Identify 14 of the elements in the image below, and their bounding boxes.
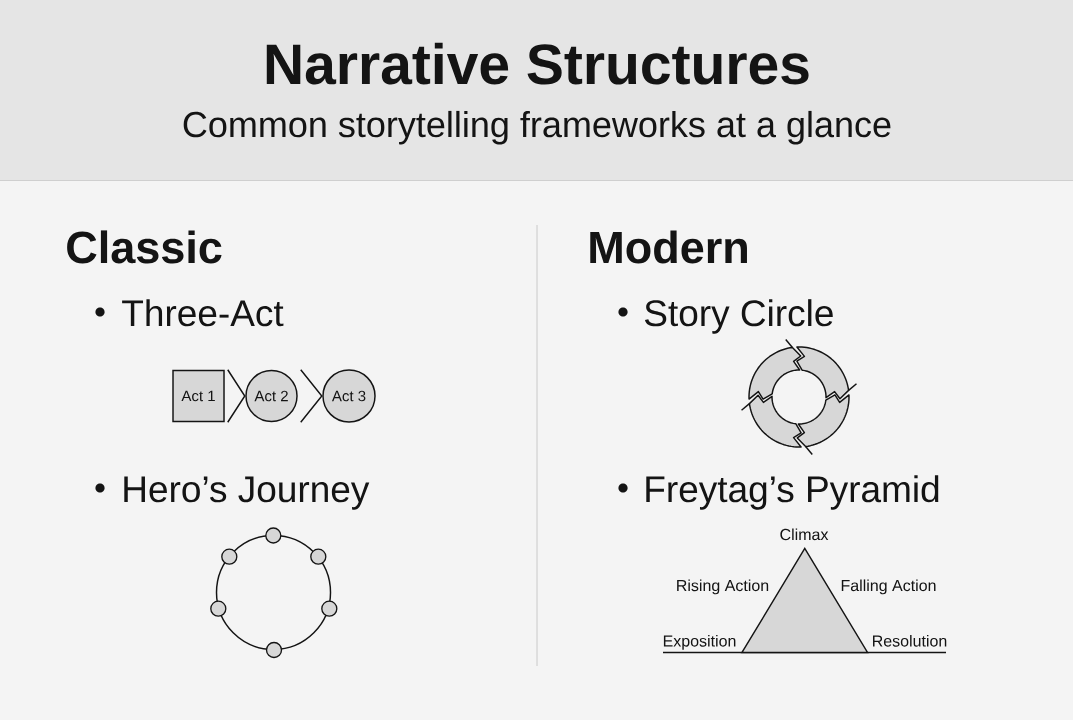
pyramid-label: Resolution <box>873 634 947 647</box>
list-item: Story Circle <box>644 299 833 334</box>
section-heading: Modern <box>590 230 747 264</box>
list-item: Three-Act <box>122 299 284 327</box>
pyramid-label: Exposition <box>663 634 736 650</box>
pyramid-label: Falling Action <box>841 579 936 595</box>
list-item: Freytag’s Pyramid <box>646 475 939 510</box>
list-item: Hero’s Journey <box>124 476 370 510</box>
pyramid-label: Climax <box>780 528 829 541</box>
act-box: Act 1 <box>172 369 225 423</box>
subtitle: Common storytelling frameworks at a glance <box>183 110 891 145</box>
pyramid-label: Rising Action <box>677 579 769 595</box>
section-heading: Classic <box>67 230 222 264</box>
title: Narrative Structures <box>266 42 809 85</box>
